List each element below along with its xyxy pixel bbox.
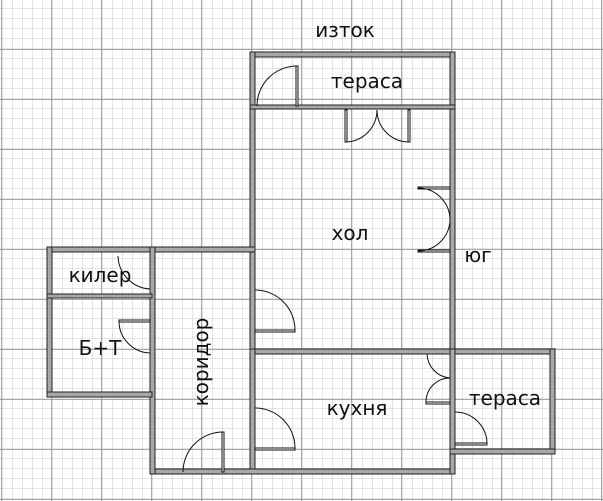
doors xyxy=(117,65,488,473)
door-terrace-top xyxy=(256,65,299,107)
door-kitchen-terrace xyxy=(425,353,488,446)
room-bathroom: Б+Т xyxy=(79,336,122,360)
door-corridor-kitchen xyxy=(254,407,296,451)
door-storage xyxy=(117,255,151,290)
door-corridor-living xyxy=(254,289,296,333)
door-entrance xyxy=(182,431,225,473)
door-bath xyxy=(118,319,151,354)
door-double-living-terrace xyxy=(344,109,411,143)
room-storage: килер xyxy=(69,263,132,287)
label-east: изток xyxy=(315,18,375,42)
label-south: юг xyxy=(464,243,491,267)
walls xyxy=(46,51,556,475)
room-corridor: коридор xyxy=(189,318,213,407)
room-living: хол xyxy=(332,221,369,245)
door-living-side xyxy=(417,186,451,253)
room-terrace-right: тераса xyxy=(469,386,541,410)
room-terrace-top: тераса xyxy=(331,69,403,93)
room-kitchen: кухня xyxy=(327,396,388,420)
